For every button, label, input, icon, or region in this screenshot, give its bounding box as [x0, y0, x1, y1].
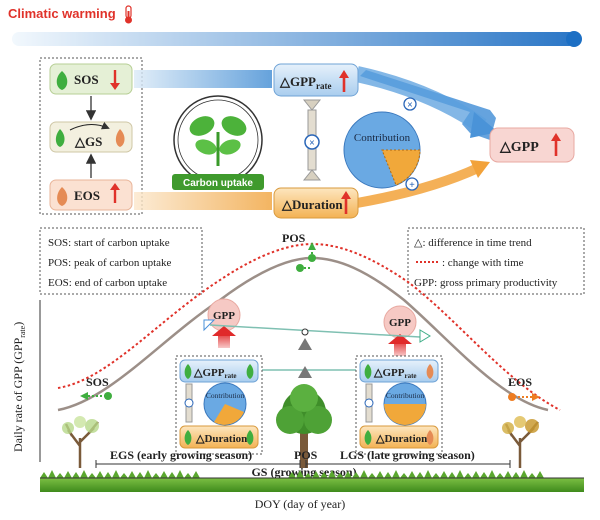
orange-leaf-icon — [115, 129, 125, 147]
x-axis-label: DOY (day of year) — [255, 497, 346, 511]
orange-flow-arrow — [356, 163, 481, 208]
gpp-result-box: △GPP — [489, 127, 575, 163]
gpp-result-label: △GPP — [499, 140, 539, 155]
top-panel: SOS △GS EOS — [39, 57, 575, 219]
svg-text:×: × — [309, 138, 315, 149]
autumn-tree-right — [502, 416, 539, 468]
orange-leaf-icon — [426, 364, 434, 379]
header-title: Climatic warming — [8, 6, 116, 21]
pos-marker — [296, 242, 316, 272]
legend-gpp-definition: GPP: gross primary productivity — [414, 277, 558, 289]
inset-left: △GPPrate Contribution △Duration — [175, 355, 263, 455]
blue-flow-band — [134, 70, 272, 88]
legend-right: △: difference in time trend : change wit… — [407, 227, 585, 295]
legend-left: SOS: start of carbon uptake POS: peak of… — [39, 227, 203, 295]
up-arrow-icon — [339, 70, 349, 78]
legend-delta-definition: △: difference in time trend — [414, 237, 532, 249]
svg-text:Contribution: Contribution — [206, 391, 245, 400]
header: Climatic warming — [8, 5, 582, 47]
thermometer-icon — [125, 5, 132, 24]
contribution-label: Contribution — [354, 132, 411, 144]
legend-pos-definition: POS: peak of carbon uptake — [48, 257, 172, 269]
gpp-comparison-connector — [203, 319, 431, 378]
full-tree-center — [276, 384, 332, 468]
inset-right: △GPPrate Contribution △Duration — [355, 355, 443, 455]
egs-label: EGS (early growing season) — [110, 448, 252, 462]
green-leaf-icon — [184, 364, 192, 379]
svg-text:+: + — [409, 180, 415, 191]
gpp-rate-main-label: △GPP — [279, 74, 316, 89]
svg-text:△GPPrate: △GPPrate — [193, 367, 237, 380]
multiply-connector: × — [302, 99, 322, 181]
gpp-bubble-left: GPP — [207, 298, 241, 348]
up-arrow-icon — [341, 191, 351, 199]
svg-text:△GPPrate: △GPPrate — [373, 367, 417, 380]
eos-box: EOS — [49, 179, 133, 211]
curve-panel: Daily rate of GPP (GPPrate) POS SOS EOS — [11, 231, 584, 511]
curve-sos-label: SOS — [86, 375, 109, 389]
up-arrow-icon — [212, 326, 236, 336]
delta-gs-label: △GS — [74, 134, 102, 149]
svg-text:△Duration: △Duration — [375, 433, 427, 445]
eos-label: EOS — [74, 188, 100, 203]
svg-text:Contribution: Contribution — [386, 391, 425, 400]
gpp-rate-box: △GPPrate — [273, 63, 359, 97]
eos-marker — [508, 393, 540, 401]
legend-eos-definition: EOS: end of carbon uptake — [48, 277, 167, 289]
multiply-icon: × — [403, 97, 417, 111]
contribution-pie: Contribution — [343, 111, 421, 189]
green-leaf-icon — [55, 129, 65, 147]
legend-sos-definition: SOS: start of carbon uptake — [48, 237, 170, 249]
legend-trend-definition: : change with time — [442, 257, 524, 269]
svg-text:△GPPrate: △GPPrate — [279, 74, 332, 91]
multiply-icon — [304, 134, 320, 150]
up-arrow-icon — [551, 133, 561, 141]
up-arrow-icon — [388, 334, 412, 344]
down-arrow-icon — [110, 83, 120, 90]
plus-icon: + — [405, 177, 419, 191]
orange-leaf-icon — [57, 187, 68, 206]
green-leaf-icon — [246, 364, 254, 379]
gpp-rate-sub-label: rate — [316, 81, 332, 91]
curve-pos-label: POS — [282, 231, 306, 245]
svg-text:GPP: GPP — [213, 310, 235, 322]
svg-text:×: × — [407, 100, 413, 111]
grass-strip — [40, 478, 584, 492]
sos-label: SOS — [74, 72, 99, 87]
svg-text:GPP: GPP — [389, 317, 411, 329]
svg-text:△Duration: △Duration — [195, 433, 247, 445]
sos-box: SOS — [49, 63, 133, 95]
warming-bar-end-dot — [566, 31, 582, 47]
warming-gradient-bar — [12, 32, 576, 46]
bare-tree-left — [62, 416, 99, 468]
season-brackets — [95, 460, 511, 468]
duration-label: △Duration — [281, 197, 343, 212]
carbon-uptake-logo: Carbon uptake — [172, 95, 264, 190]
delta-icon — [298, 366, 312, 378]
y-axis-label: Daily rate of GPP (GPPrate) — [11, 322, 27, 452]
gs-box: △GS — [49, 121, 133, 153]
carbon-uptake-label: Carbon uptake — [183, 178, 253, 189]
duration-box: △Duration — [273, 187, 359, 219]
pos-season-label: POS — [294, 448, 318, 462]
delta-icon — [298, 338, 312, 350]
sos-marker — [80, 392, 112, 400]
gpp-bubble-right: GPP — [383, 305, 417, 356]
up-arrow-icon — [110, 183, 120, 190]
orange-flow-band — [134, 192, 272, 210]
phenology-dashed-box — [39, 57, 143, 215]
lgs-label: LGS (late growing season) — [340, 448, 475, 462]
green-leaf-icon — [364, 364, 372, 379]
curve-eos-label: EOS — [508, 375, 532, 389]
green-leaf-icon — [56, 71, 68, 90]
